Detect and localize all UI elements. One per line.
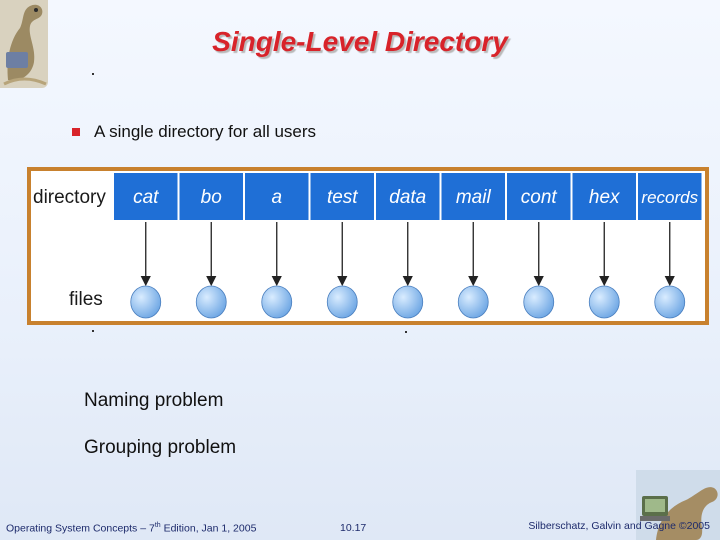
directory-entry: hex <box>572 173 636 319</box>
footer-left-sup: th <box>154 521 161 529</box>
bullet-square-icon <box>72 128 80 136</box>
dinosaur-logo-icon <box>0 0 48 88</box>
directory-entry-label: cont <box>521 187 558 208</box>
file-node <box>261 285 293 319</box>
grouping-problem-text: Grouping problem <box>84 437 237 458</box>
dinosaur-computer-logo-icon <box>636 470 720 540</box>
directory-entry-cell <box>572 173 636 220</box>
footer-left: Operating System Concepts – 7th Edition,… <box>6 522 256 535</box>
files-label: files <box>69 289 103 310</box>
file-node <box>457 285 489 319</box>
directory-entry-label: bo <box>201 187 222 208</box>
directory-entry: cont <box>507 173 571 319</box>
footer-left-suffix: Edition, Jan 1, 2005 <box>160 522 257 534</box>
file-node <box>195 285 227 319</box>
file-node <box>523 285 555 319</box>
directory-entry-label: test <box>327 187 358 208</box>
file-node <box>654 285 686 319</box>
stray-dot <box>92 73 94 75</box>
file-node <box>588 285 620 319</box>
directory-entry-cell <box>441 173 505 220</box>
directory-entry: mail <box>441 173 505 319</box>
directory-entry: test <box>310 173 374 319</box>
directory-entry: bo <box>179 173 243 319</box>
directory-entry: a <box>245 173 309 319</box>
directory-entry-cell <box>638 173 702 220</box>
directory-entry: records <box>638 173 702 319</box>
bullet-text: A single directory for all users <box>94 122 317 141</box>
directory-entry-label: data <box>389 187 426 208</box>
directory-entry-label: cat <box>133 187 159 208</box>
directory-entry-cell <box>376 173 440 220</box>
directory-entry-label: a <box>271 187 282 208</box>
file-node <box>392 285 424 319</box>
directory-entry: cat <box>114 173 178 319</box>
footer-page-number: 10.17 <box>340 522 367 534</box>
directory-entry-cell <box>507 173 571 220</box>
directory-diagram-svg: directory files cat bo a test data mail cont he… <box>33 173 702 319</box>
directory-entry-cell <box>179 173 243 220</box>
file-node <box>326 285 358 319</box>
directory-entry-label: records <box>641 188 698 207</box>
footer-right: Silberschatz, Galvin and Gagne ©2005 <box>528 520 710 532</box>
bullet-item: A single directory for all users <box>72 122 316 142</box>
directory-entry-cell <box>310 173 374 220</box>
naming-problem-text: Naming problem <box>84 390 224 411</box>
directory-entry-cell <box>245 173 309 220</box>
directory-entry: data <box>376 173 440 319</box>
directory-entry-cell <box>114 173 178 220</box>
directory-entry-label: mail <box>456 187 492 208</box>
directory-label: directory <box>33 187 106 208</box>
slide-title: Single-Level Directory <box>212 26 508 57</box>
single-level-directory-diagram: directory files cat bo a test data mail cont he… <box>27 167 709 325</box>
footer-left-prefix: Operating System Concepts – 7 <box>6 522 155 534</box>
file-node <box>130 285 162 319</box>
stray-dot <box>92 330 94 332</box>
stray-dot <box>405 331 407 333</box>
directory-entry-label: hex <box>589 187 621 208</box>
